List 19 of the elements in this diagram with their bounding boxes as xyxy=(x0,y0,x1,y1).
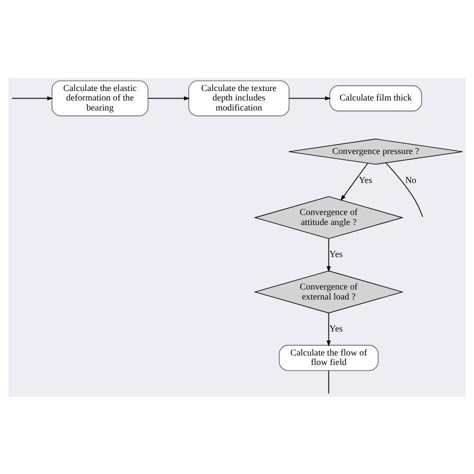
arrow xyxy=(12,96,54,100)
node-box: Calculate the flow of flow field xyxy=(278,344,379,370)
arrow xyxy=(326,238,331,272)
node-diamond: Convergence of external load ? xyxy=(254,270,404,313)
arrow xyxy=(326,312,331,346)
node-box: Calculate film thick xyxy=(329,84,422,111)
edge-label: Yes xyxy=(329,248,343,259)
edge-label: Yes xyxy=(358,174,372,184)
arrow xyxy=(340,162,368,200)
edge-label: Yes xyxy=(329,323,343,334)
connector xyxy=(385,162,424,217)
node-diamond: Convergence pressure ? xyxy=(288,138,463,164)
arrow xyxy=(148,96,190,100)
edge-label: No xyxy=(405,174,416,184)
connector xyxy=(328,370,330,394)
node-box: Calculate the elastic deformation of the bearing xyxy=(52,80,148,116)
node-box: Calculate the texture depth includes modification xyxy=(188,80,290,116)
arrow xyxy=(288,96,331,100)
node-diamond: Convergence of attitude angle ? xyxy=(254,196,404,239)
